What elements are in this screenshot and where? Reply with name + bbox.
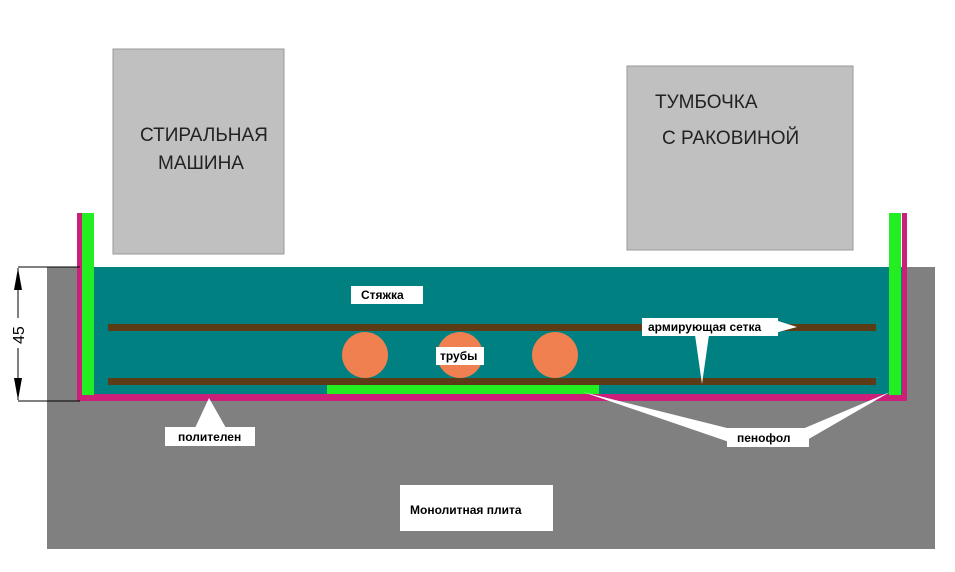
polyethylene-callout-pointer (195, 398, 226, 428)
cabinet-label-line1: ТУМБОЧКА (655, 92, 758, 113)
slab-label-box (400, 485, 553, 531)
screed-callout-box (351, 286, 423, 304)
penofol-bottom-strip (327, 385, 599, 394)
pipes-callout-box (436, 347, 484, 365)
polyethylene-callout-box (165, 427, 255, 446)
mesh-callout-label: армирующая сетка (648, 320, 762, 334)
penofol-callout-pointer-right (800, 392, 890, 444)
penofol-callout-box (727, 428, 809, 447)
washer-label-line2: МАШИНА (158, 153, 244, 174)
dimension-label: 45 (11, 326, 28, 344)
pipe-1 (342, 332, 388, 378)
polyethylene-callout-label: полителен (178, 430, 241, 444)
mesh-bottom (108, 378, 876, 385)
mesh-callout-pointer-down (695, 335, 709, 384)
cabinet-label-line2: С РАКОВИНОЙ (662, 127, 799, 149)
pipes-callout-label: трубы (440, 349, 477, 363)
polyethylene-right-wall (902, 213, 907, 401)
penofol-right-strip (889, 213, 901, 395)
polyethylene-bottom (77, 394, 907, 401)
mesh-callout-box (642, 318, 778, 336)
penofol-left-strip (82, 213, 94, 395)
penofol-callout-label: пенофол (737, 431, 791, 445)
penofol-callout-pointer-left (583, 392, 735, 444)
dimension-label-bg (8, 318, 28, 348)
sink-cabinet (626, 65, 854, 251)
polyethylene-left-wall (77, 213, 82, 401)
screed-callout-label: Стяжка (361, 288, 404, 302)
dimension-arrow-down (14, 378, 22, 400)
mesh-callout-pointer-right (775, 320, 797, 333)
dimension-arrow-up (14, 268, 22, 290)
washer-label-line1: СТИРАЛЬНАЯ (140, 125, 268, 146)
washing-machine (112, 48, 285, 255)
mesh-top (108, 324, 876, 331)
slab-label: Монолитная плита (410, 503, 522, 517)
pipe-3 (532, 332, 578, 378)
